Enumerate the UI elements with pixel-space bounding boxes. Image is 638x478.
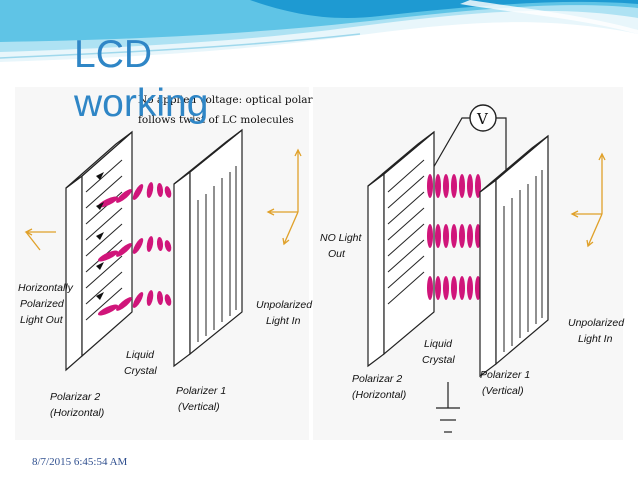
right-liquid-label-2: Crystal [422, 354, 455, 366]
right-polarizer-1-plate [479, 134, 549, 378]
left-caption-line2: follows twist of LC molecules [138, 114, 294, 126]
header-wave-banner [0, 0, 638, 80]
left-polarizer-1-vertical-lines [197, 166, 237, 342]
right-polarizer-2-plate [367, 130, 435, 368]
right-aligned-lc-molecules [427, 174, 481, 300]
left-polarized-light-out-symbol [24, 228, 56, 251]
slide-date: 8/7/2015 6:45:54 AM [32, 456, 128, 468]
left-light-out-label-1: Horizontally [18, 282, 74, 294]
left-polarizer-1-label-1: Polarizer 1 [176, 385, 226, 397]
left-polarizer-1-label-2: (Vertical) [178, 401, 220, 413]
right-voltage-circuit-wire [431, 117, 507, 176]
right-polarizer-1-label-1: Polarizer 1 [480, 369, 530, 381]
no-light-out-label-1: NO Light [320, 232, 363, 244]
slide-title-line1: LCD [74, 33, 153, 76]
voltmeter-icon: V [469, 104, 497, 132]
left-polarizer-2-label-2: (Horizontal) [50, 407, 104, 419]
left-light-out-label-3: Light Out [20, 314, 64, 326]
right-diagram-panel [313, 87, 623, 440]
left-unpolarized-label-2: Light In [266, 315, 301, 327]
slide-title-line2: working [74, 82, 209, 125]
right-polarizer-2-label-2: (Horizontal) [352, 389, 406, 401]
left-twisted-lc-molecules [97, 182, 172, 316]
left-diagram-panel [15, 87, 309, 440]
no-light-out-label-2: Out [328, 248, 346, 260]
right-polarizer-2-horizontal-lines [387, 159, 425, 305]
left-liquid-label-2: Crystal [124, 365, 157, 377]
right-polarizer-1-vertical-lines [503, 170, 543, 352]
left-polarizer-2-horizontal-lines [85, 159, 123, 321]
left-caption-line1: No applied voltage: optical polarization [138, 94, 349, 106]
right-polarizer-2-label-1: Polarizar 2 [352, 373, 402, 385]
left-unpolarized-label-1: Unpolarized [256, 299, 313, 311]
left-light-out-label-2: Polarized [20, 298, 65, 310]
left-liquid-label-1: Liquid [126, 349, 155, 361]
left-polarizer-2-label-1: Polarizar 2 [50, 391, 100, 403]
right-polarizer-1-label-2: (Vertical) [482, 385, 524, 397]
right-liquid-label-1: Liquid [424, 338, 453, 350]
voltmeter-symbol: V [476, 110, 489, 128]
right-unpolarized-label-2: Light In [578, 333, 613, 345]
left-unpolarized-light-symbol [266, 148, 302, 246]
slide-title: LCD working [74, 30, 274, 128]
right-unpolarized-light-symbol [570, 152, 606, 248]
left-polarizer-2-plate [65, 130, 133, 372]
left-light-arrows [96, 172, 104, 300]
ground-icon [436, 382, 460, 433]
right-unpolarized-label-1: Unpolarized [568, 317, 625, 329]
left-polarizer-1-plate [173, 128, 243, 368]
